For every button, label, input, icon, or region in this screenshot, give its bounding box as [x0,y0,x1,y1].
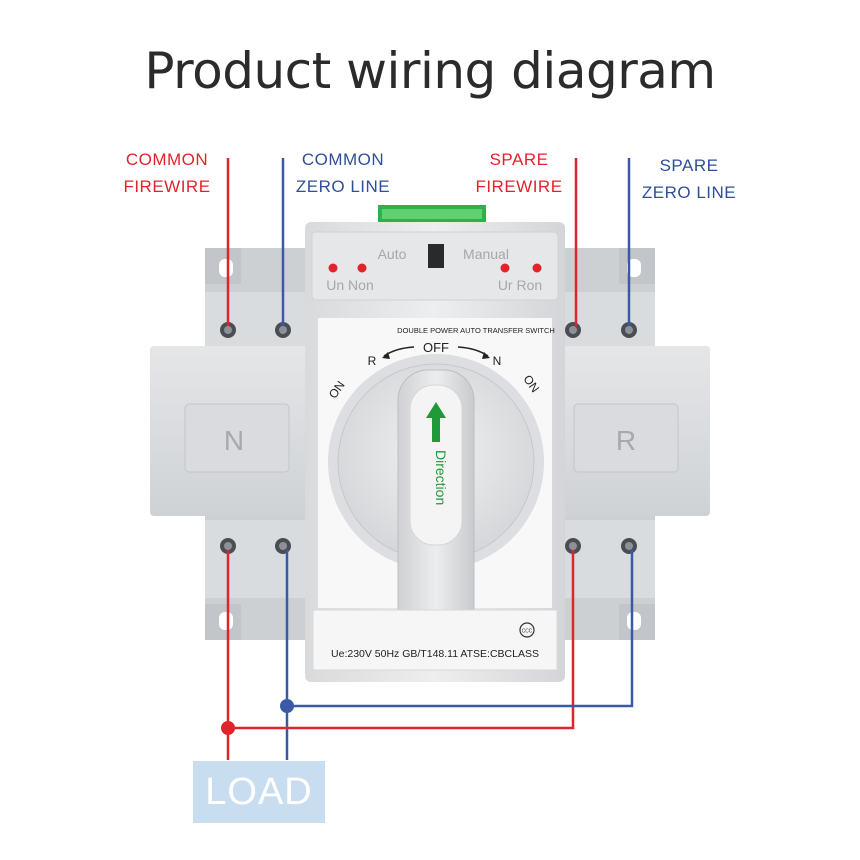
r-label: R [368,354,377,368]
junction-firewire [221,721,235,735]
cert-mark [519,622,535,638]
wire-firewire-output-right [228,550,575,730]
screw-out-2 [275,538,291,554]
label-line: ZERO LINE [295,177,391,196]
label-spare-firewire: SPARE FIREWIRE [464,146,574,200]
screw-out-4 [621,538,637,554]
junction-zero-line [280,699,294,713]
terminal-block-bottom-left [205,520,315,598]
mount-hole-br [627,612,641,630]
screw-spare-firewire-in [565,322,581,338]
label-line: COMMON [301,150,385,169]
mount-hole-bl [219,612,233,630]
cert-mark-text: CCC [522,629,533,635]
rating-text: Ue:230V 50Hz GB/T148.11 ATSE:CBCLASS [331,648,539,660]
label-line: FIREWIRE [475,177,563,196]
label-spare-zero-line: SPARE ZERO LINE [630,152,748,206]
direction-arrow-icon [426,402,446,442]
indicator-led [357,263,367,273]
screw-spare-zero-in [621,322,637,338]
indicator-led [500,263,510,273]
screw-out-1 [220,538,236,554]
off-label: OFF [423,340,449,355]
label-common-firewire: COMMON FIREWIRE [112,146,222,200]
side-label-n: N [224,425,244,456]
mount-hole-tl [219,259,233,277]
mount-hole-tr [627,259,641,277]
indicator-led [532,263,542,273]
arrowhead [482,352,490,359]
load-box: LOAD [193,761,325,823]
label-line: SPARE [489,150,549,169]
side-label-r: R [616,425,636,456]
direction-label: Direction [433,450,449,505]
screw-common-zero-in [275,322,291,338]
rating-panel [312,609,558,671]
label-line: COMMON [125,150,209,169]
arrowhead [382,352,390,359]
page-title: Product wiring diagram [144,42,716,100]
terminal-block-top-left [205,292,315,350]
indicator-label-left: Un Non [326,277,373,293]
indicator-label-right: Ur Ron [498,277,542,293]
label-line: SPARE [659,156,719,175]
wire-zero-output-right [287,550,634,708]
side-plate-right [573,403,679,473]
screw-common-firewire-in [220,322,236,338]
label-common-zero-line: COMMON ZERO LINE [284,146,402,200]
screw-out-3 [565,538,581,554]
mode-switch [428,244,444,268]
auto-label: Auto [378,246,407,262]
n-label: N [493,354,502,368]
green-connector-slots [382,209,482,219]
side-plate-left [184,403,290,473]
label-line: FIREWIRE [123,177,211,196]
panel-title: DOUBLE POWER AUTO TRANSFER SWITCH [397,326,555,335]
handle-inlay [409,384,463,546]
label-line: ZERO LINE [641,183,737,202]
indicator-led [328,263,338,273]
manual-label: Manual [463,246,509,262]
